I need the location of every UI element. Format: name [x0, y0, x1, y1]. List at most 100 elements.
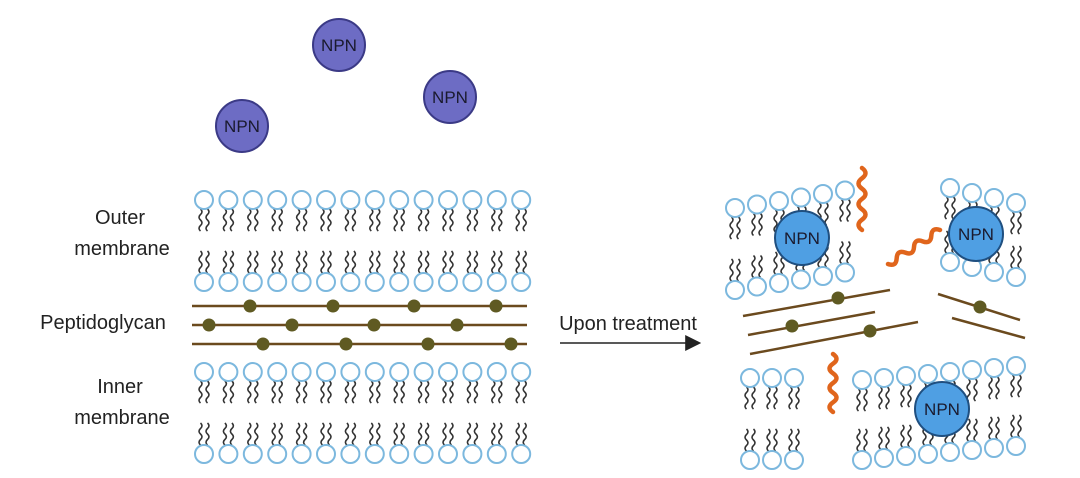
lipid-tail [198, 250, 203, 274]
peptidoglycan-layer [192, 299, 527, 351]
lipid-tail [744, 428, 749, 452]
lipid-head [984, 358, 1004, 378]
lipid-tail [878, 426, 883, 450]
lipid-head [874, 368, 894, 388]
lipid-head [438, 190, 458, 210]
lipid-head [962, 440, 982, 460]
lipid-head [511, 272, 532, 292]
peptidoglycan-crosslink [785, 319, 799, 333]
lipid-head [291, 190, 312, 210]
lipid-tail [198, 208, 203, 232]
npn-molecule [423, 70, 477, 124]
lipid-tail [449, 208, 454, 232]
lipid-head [486, 362, 507, 382]
lipid-tail [795, 386, 800, 410]
lipid-head [984, 438, 1004, 458]
lipid-head [438, 362, 458, 382]
lipid-head [194, 190, 214, 210]
lipid-tail [973, 378, 978, 402]
lipid-head [462, 272, 483, 292]
lipid-tail [846, 198, 851, 223]
lipid-head [940, 442, 960, 462]
lipid-tail [1017, 414, 1022, 438]
lipid-head [438, 272, 458, 292]
lipid-tail [788, 428, 793, 452]
peptidoglycan-crosslink [367, 318, 381, 332]
lipid-head [784, 368, 804, 388]
lipid-tail [222, 422, 228, 446]
lipid-tail [302, 208, 308, 232]
lipid-tail [369, 380, 374, 404]
lipid-tail [254, 380, 259, 404]
npn-label: NPN [924, 400, 960, 419]
lipid-tail [351, 380, 357, 404]
peptidoglycan-crosslink [407, 299, 421, 313]
lipid-tail [393, 208, 398, 232]
lipid-tail [424, 208, 430, 232]
lipid-tail [376, 208, 381, 232]
lipid-tail [736, 258, 741, 282]
lipid-head [316, 190, 336, 210]
npn-embedded-2: NPN [948, 206, 1004, 262]
peptidoglycan-strand [742, 288, 891, 318]
lipid-tail [498, 208, 503, 232]
lipid-head [218, 444, 239, 464]
lipid-tail [839, 198, 844, 223]
lipid-tail [442, 380, 447, 404]
lipid-tail [271, 380, 276, 404]
lipid-tail [295, 208, 301, 232]
lipid-tail [951, 196, 956, 220]
lipid-tail [907, 384, 912, 408]
lipid-tail [271, 250, 276, 274]
lipid-head [962, 360, 982, 380]
lipid-head [486, 272, 507, 292]
lipid-tail [247, 250, 252, 274]
lipid-head [413, 272, 434, 292]
lipid-head [740, 368, 760, 388]
lipid-head [984, 262, 1004, 282]
lipid-tail [1010, 414, 1015, 438]
lipid-tail [302, 422, 308, 446]
lipid-head [984, 188, 1004, 208]
lipid-head [791, 269, 811, 290]
lipid-tail [751, 254, 756, 279]
lipid-head [511, 362, 532, 382]
lipid-tail [498, 422, 503, 446]
lipid-tail [271, 422, 276, 446]
lipid-tail [473, 422, 479, 446]
lipid-tail [229, 422, 235, 446]
lipid-tail [205, 422, 210, 446]
lipid-tail [944, 230, 949, 254]
lipid-head [316, 362, 336, 382]
lipid-head [242, 444, 263, 464]
peptidoglycan-crosslink [863, 324, 877, 338]
npn-molecule [774, 210, 830, 266]
lipid-tail [491, 250, 496, 274]
peptidoglycan-crosslink [256, 337, 270, 351]
lipid-head [852, 450, 872, 470]
antimicrobial-peptides [827, 165, 943, 415]
disrupted-peptidoglycan-layer [742, 288, 1026, 356]
lipid-tail [229, 250, 235, 274]
disrupted-outer-membrane-fragment-left [725, 180, 855, 300]
lipid-head [725, 198, 745, 218]
npn-embedded-1: NPN [774, 210, 830, 266]
lipid-tail [327, 250, 332, 274]
lipid-head [1006, 356, 1026, 376]
lipid-tail [1010, 245, 1015, 269]
lipid-head [218, 362, 239, 382]
lipid-tail [473, 208, 479, 232]
lipid-tail [442, 208, 447, 232]
lipid-tail [498, 250, 503, 274]
lipid-head [962, 183, 982, 203]
lipid-tail [376, 422, 381, 446]
lipid-head [218, 190, 239, 210]
npn-free-1: NPN [312, 18, 366, 72]
lipid-tail [254, 250, 259, 274]
lipid-tail [795, 428, 800, 452]
lipid-tail [254, 422, 259, 446]
lipid-tail [466, 250, 472, 274]
lipid-head [896, 446, 916, 466]
lipid-head [791, 187, 811, 208]
lipid-head [784, 450, 804, 470]
